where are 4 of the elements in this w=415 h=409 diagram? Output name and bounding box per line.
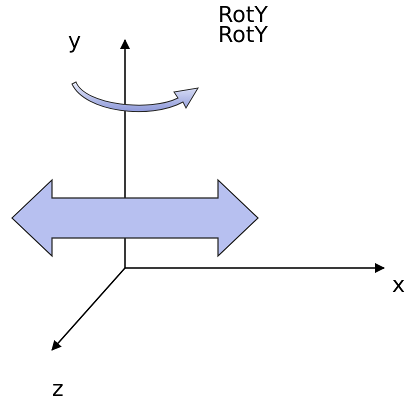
axis-label: y bbox=[68, 30, 82, 54]
axis-label: z bbox=[52, 378, 64, 402]
rotation-label: RotY bbox=[218, 24, 268, 48]
axis-label: x bbox=[392, 274, 406, 298]
